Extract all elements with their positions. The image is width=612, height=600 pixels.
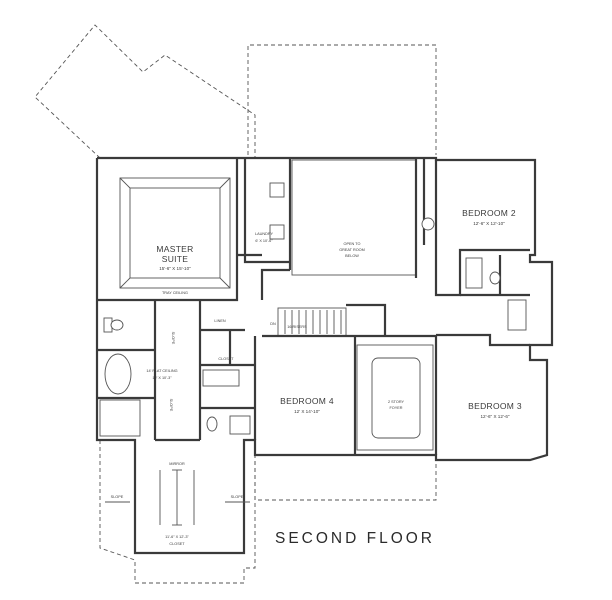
open-to-1: OPEN TO bbox=[344, 242, 361, 246]
dryer bbox=[269, 224, 285, 240]
closet-name: CLOSET bbox=[169, 542, 185, 546]
column bbox=[421, 217, 435, 231]
closet-mirror bbox=[159, 469, 195, 526]
bathtub-oval bbox=[104, 353, 132, 395]
stairs-dn: DN bbox=[270, 322, 276, 326]
bedroom3-dims: 12'-6" X 12'-6" bbox=[480, 414, 509, 419]
slope-bath-2: SLOPE bbox=[169, 399, 173, 412]
foyer-1: 2 STORY bbox=[388, 400, 405, 404]
interior-walls bbox=[97, 158, 530, 455]
exterior-walls bbox=[95, 156, 554, 555]
laundry-name: LAUNDRY bbox=[255, 232, 274, 236]
bedroom4-name: BEDROOM 4 bbox=[280, 396, 334, 406]
dashed-roof-outline bbox=[34, 24, 437, 584]
bedroom3-name: BEDROOM 3 bbox=[468, 401, 522, 411]
tray-ceiling bbox=[119, 177, 231, 289]
plumbing-fixtures bbox=[99, 182, 527, 437]
open-to-3: BELOW bbox=[345, 254, 359, 258]
foyer-2: FOYER bbox=[389, 406, 402, 410]
slope-right: SLOPE bbox=[231, 495, 244, 499]
vanity bbox=[229, 415, 251, 435]
laundry-dims: 6' X 10'-6" bbox=[255, 239, 273, 243]
bath2-vanity bbox=[507, 299, 527, 331]
washer bbox=[269, 182, 285, 198]
slope-left: SLOPE bbox=[111, 495, 124, 499]
slope-bath-1: SLOPE bbox=[171, 332, 175, 345]
bath2-toilet bbox=[489, 271, 501, 285]
mirror-label: MIRROR bbox=[169, 462, 185, 466]
staircase bbox=[284, 310, 342, 334]
plan-title: SECOND FLOOR bbox=[275, 530, 435, 547]
linen-label: LINEN bbox=[214, 319, 225, 323]
bath-dims: 12' X 10'-3" bbox=[152, 376, 172, 380]
master-name-1: MASTER bbox=[156, 244, 193, 254]
hall-toilet bbox=[206, 416, 218, 432]
room-labels: MASTER SUITE 15'-6" X 15'-10" TRAY CEILI… bbox=[111, 208, 522, 546]
bedroom4-dims: 12' X 14'-10" bbox=[294, 409, 320, 414]
bedroom2-name: BEDROOM 2 bbox=[462, 208, 516, 218]
closet-dims: 11'-6" X 12'-3" bbox=[165, 535, 189, 539]
hall-tub bbox=[202, 369, 240, 387]
open-to-2: GREAT ROOM bbox=[339, 248, 365, 252]
bath-ceiling: 14' FLAT CEILING bbox=[146, 369, 177, 373]
master-dims: 15'-6" X 15'-10" bbox=[159, 266, 191, 271]
stairs-risers: 16 RISERS bbox=[287, 325, 307, 329]
small-closet-label: CLOSET bbox=[218, 357, 234, 361]
shower bbox=[99, 399, 141, 437]
master-ceiling: TRAY CEILING bbox=[162, 291, 188, 295]
master-name-2: SUITE bbox=[162, 254, 189, 264]
toilet-bowl bbox=[110, 319, 124, 331]
bath2-tub bbox=[465, 257, 483, 289]
bedroom2-dims: 12'-6" X 12'-10" bbox=[473, 221, 505, 226]
